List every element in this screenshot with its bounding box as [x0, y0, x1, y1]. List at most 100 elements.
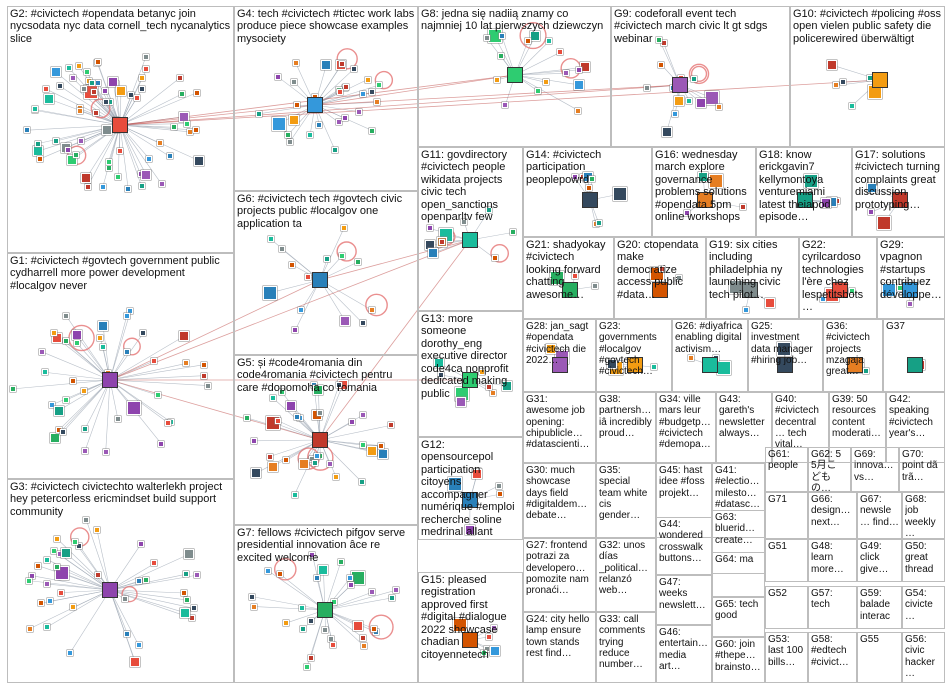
graph-node[interactable] — [307, 131, 314, 138]
hub-node[interactable] — [832, 282, 848, 298]
hub-node[interactable] — [462, 372, 478, 388]
graph-node[interactable] — [181, 590, 188, 596]
graph-node[interactable] — [464, 524, 475, 535]
graph-node[interactable] — [286, 138, 293, 145]
graph-node[interactable] — [497, 52, 504, 59]
graph-node[interactable] — [250, 468, 261, 479]
graph-node[interactable] — [192, 127, 199, 134]
graph-node[interactable] — [452, 617, 467, 632]
graph-node[interactable] — [128, 91, 135, 98]
graph-node[interactable] — [591, 283, 598, 290]
graph-node[interactable] — [360, 90, 367, 97]
hub-node[interactable] — [307, 97, 323, 113]
graph-node[interactable] — [178, 91, 185, 98]
hub-node[interactable] — [652, 282, 668, 298]
graph-node[interactable] — [102, 87, 109, 94]
graph-node[interactable] — [188, 615, 195, 622]
graph-node[interactable] — [179, 607, 190, 618]
graph-node[interactable] — [251, 437, 257, 444]
graph-node[interactable] — [479, 368, 486, 375]
hub-node[interactable] — [562, 282, 578, 298]
graph-node[interactable] — [393, 587, 400, 594]
graph-node[interactable] — [105, 158, 112, 165]
graph-node[interactable] — [266, 453, 273, 460]
graph-node[interactable] — [428, 247, 439, 258]
graph-node[interactable] — [71, 539, 78, 546]
graph-node[interactable] — [461, 219, 468, 226]
graph-node[interactable] — [183, 120, 190, 127]
graph-node[interactable] — [337, 89, 344, 96]
hub-node[interactable] — [847, 357, 863, 373]
graph-node[interactable] — [264, 567, 271, 574]
graph-node[interactable] — [882, 282, 897, 297]
graph-node[interactable] — [293, 414, 300, 421]
graph-node[interactable] — [661, 127, 672, 138]
graph-node[interactable] — [54, 564, 61, 571]
graph-node[interactable] — [275, 417, 281, 424]
graph-node[interactable] — [35, 140, 42, 147]
graph-node[interactable] — [868, 209, 875, 216]
graph-node[interactable] — [115, 86, 126, 97]
graph-node[interactable] — [313, 575, 320, 582]
graph-node[interactable] — [292, 60, 299, 67]
graph-node[interactable] — [143, 53, 150, 60]
graph-node[interactable] — [426, 225, 433, 232]
graph-node[interactable] — [324, 255, 331, 262]
graph-node[interactable] — [352, 621, 363, 632]
graph-node[interactable] — [485, 633, 492, 640]
graph-node[interactable] — [307, 654, 314, 661]
graph-node[interactable] — [179, 330, 190, 341]
graph-node[interactable] — [546, 344, 557, 354]
graph-node[interactable] — [283, 457, 290, 464]
graph-node[interactable] — [271, 116, 286, 131]
graph-node[interactable] — [56, 83, 63, 90]
graph-node[interactable] — [328, 635, 335, 642]
graph-node[interactable] — [146, 155, 153, 162]
graph-node[interactable] — [360, 642, 367, 649]
hub-node[interactable] — [582, 192, 598, 208]
graph-node[interactable] — [530, 31, 541, 41]
hub-node[interactable] — [102, 582, 118, 598]
graph-node[interactable] — [84, 183, 91, 190]
graph-node[interactable] — [360, 411, 367, 418]
graph-node[interactable] — [25, 577, 32, 584]
graph-node[interactable] — [848, 288, 855, 295]
graph-node[interactable] — [90, 89, 97, 96]
graph-node[interactable] — [251, 603, 258, 610]
graph-node[interactable] — [840, 78, 847, 85]
graph-node[interactable] — [294, 102, 301, 109]
graph-node[interactable] — [81, 173, 92, 184]
graph-node[interactable] — [709, 174, 724, 189]
graph-node[interactable] — [356, 108, 363, 115]
graph-node[interactable] — [158, 181, 165, 188]
hub-node[interactable] — [742, 282, 758, 298]
graph-node[interactable] — [53, 535, 60, 542]
graph-node[interactable] — [28, 572, 35, 579]
graph-node[interactable] — [589, 175, 596, 182]
graph-node[interactable] — [35, 562, 42, 569]
graph-node[interactable] — [571, 174, 578, 180]
graph-node[interactable] — [49, 401, 56, 408]
hub-node[interactable] — [777, 357, 793, 373]
graph-node[interactable] — [906, 301, 913, 308]
hub-node[interactable] — [312, 272, 328, 288]
graph-node[interactable] — [378, 442, 385, 449]
graph-node[interactable] — [133, 95, 140, 102]
graph-node[interactable] — [88, 79, 95, 86]
graph-node[interactable] — [337, 558, 344, 565]
graph-node[interactable] — [574, 79, 585, 90]
graph-node[interactable] — [316, 409, 323, 416]
graph-node[interactable] — [177, 74, 184, 81]
graph-node[interactable] — [140, 330, 147, 337]
graph-node[interactable] — [673, 95, 684, 106]
graph-node[interactable] — [359, 479, 366, 486]
graph-node[interactable] — [472, 468, 483, 479]
hub-node[interactable] — [902, 282, 918, 298]
graph-node[interactable] — [71, 330, 82, 341]
hub-node[interactable] — [462, 492, 478, 508]
graph-node[interactable] — [304, 273, 311, 280]
graph-node[interactable] — [123, 313, 130, 320]
graph-node[interactable] — [137, 541, 144, 548]
graph-node[interactable] — [141, 170, 152, 180]
graph-node[interactable] — [123, 348, 130, 355]
